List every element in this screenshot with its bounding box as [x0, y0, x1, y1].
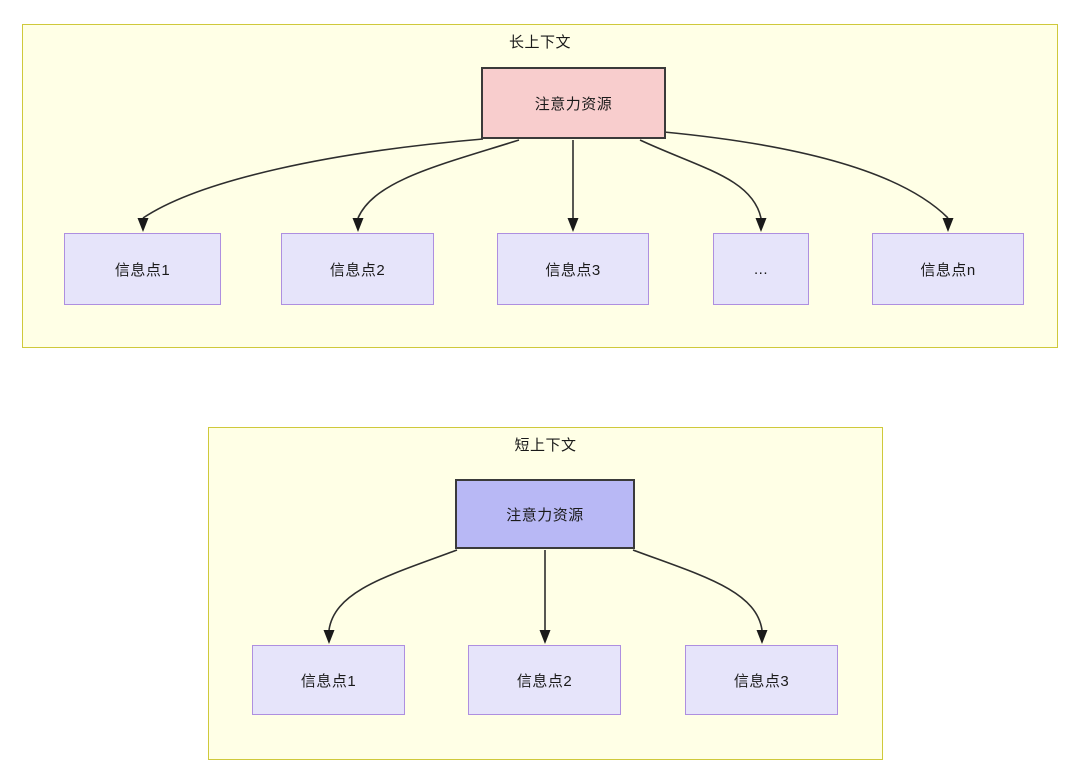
group-short-context-title: 短上下文	[514, 437, 577, 454]
node-label: ...	[753, 260, 768, 278]
node-label: 信息点3	[733, 672, 790, 690]
node-label: 信息点3	[545, 261, 601, 279]
node-long-info-point-n[interactable]: 信息点n	[872, 233, 1024, 305]
node-long-info-point-ellipsis[interactable]: ...	[713, 233, 809, 305]
node-short-info-point-2[interactable]: 信息点2	[468, 645, 621, 715]
node-label: 注意力资源	[506, 506, 584, 524]
node-label: 信息点1	[300, 672, 357, 690]
node-label: 信息点2	[329, 261, 386, 279]
node-label: 信息点2	[516, 672, 573, 690]
node-short-info-point-1[interactable]: 信息点1	[252, 645, 405, 715]
node-label: 信息点1	[114, 261, 171, 279]
node-label: 注意力资源	[534, 95, 613, 113]
node-long-attention-resource[interactable]: 注意力资源	[481, 67, 666, 139]
node-long-info-point-1[interactable]: 信息点1	[64, 233, 221, 305]
group-long-context-title: 长上下文	[508, 34, 571, 51]
node-short-info-point-3[interactable]: 信息点3	[685, 645, 838, 715]
node-label: 信息点n	[920, 261, 976, 279]
node-long-info-point-2[interactable]: 信息点2	[281, 233, 434, 305]
node-long-info-point-3[interactable]: 信息点3	[497, 233, 649, 305]
node-short-attention-resource[interactable]: 注意力资源	[455, 479, 635, 549]
